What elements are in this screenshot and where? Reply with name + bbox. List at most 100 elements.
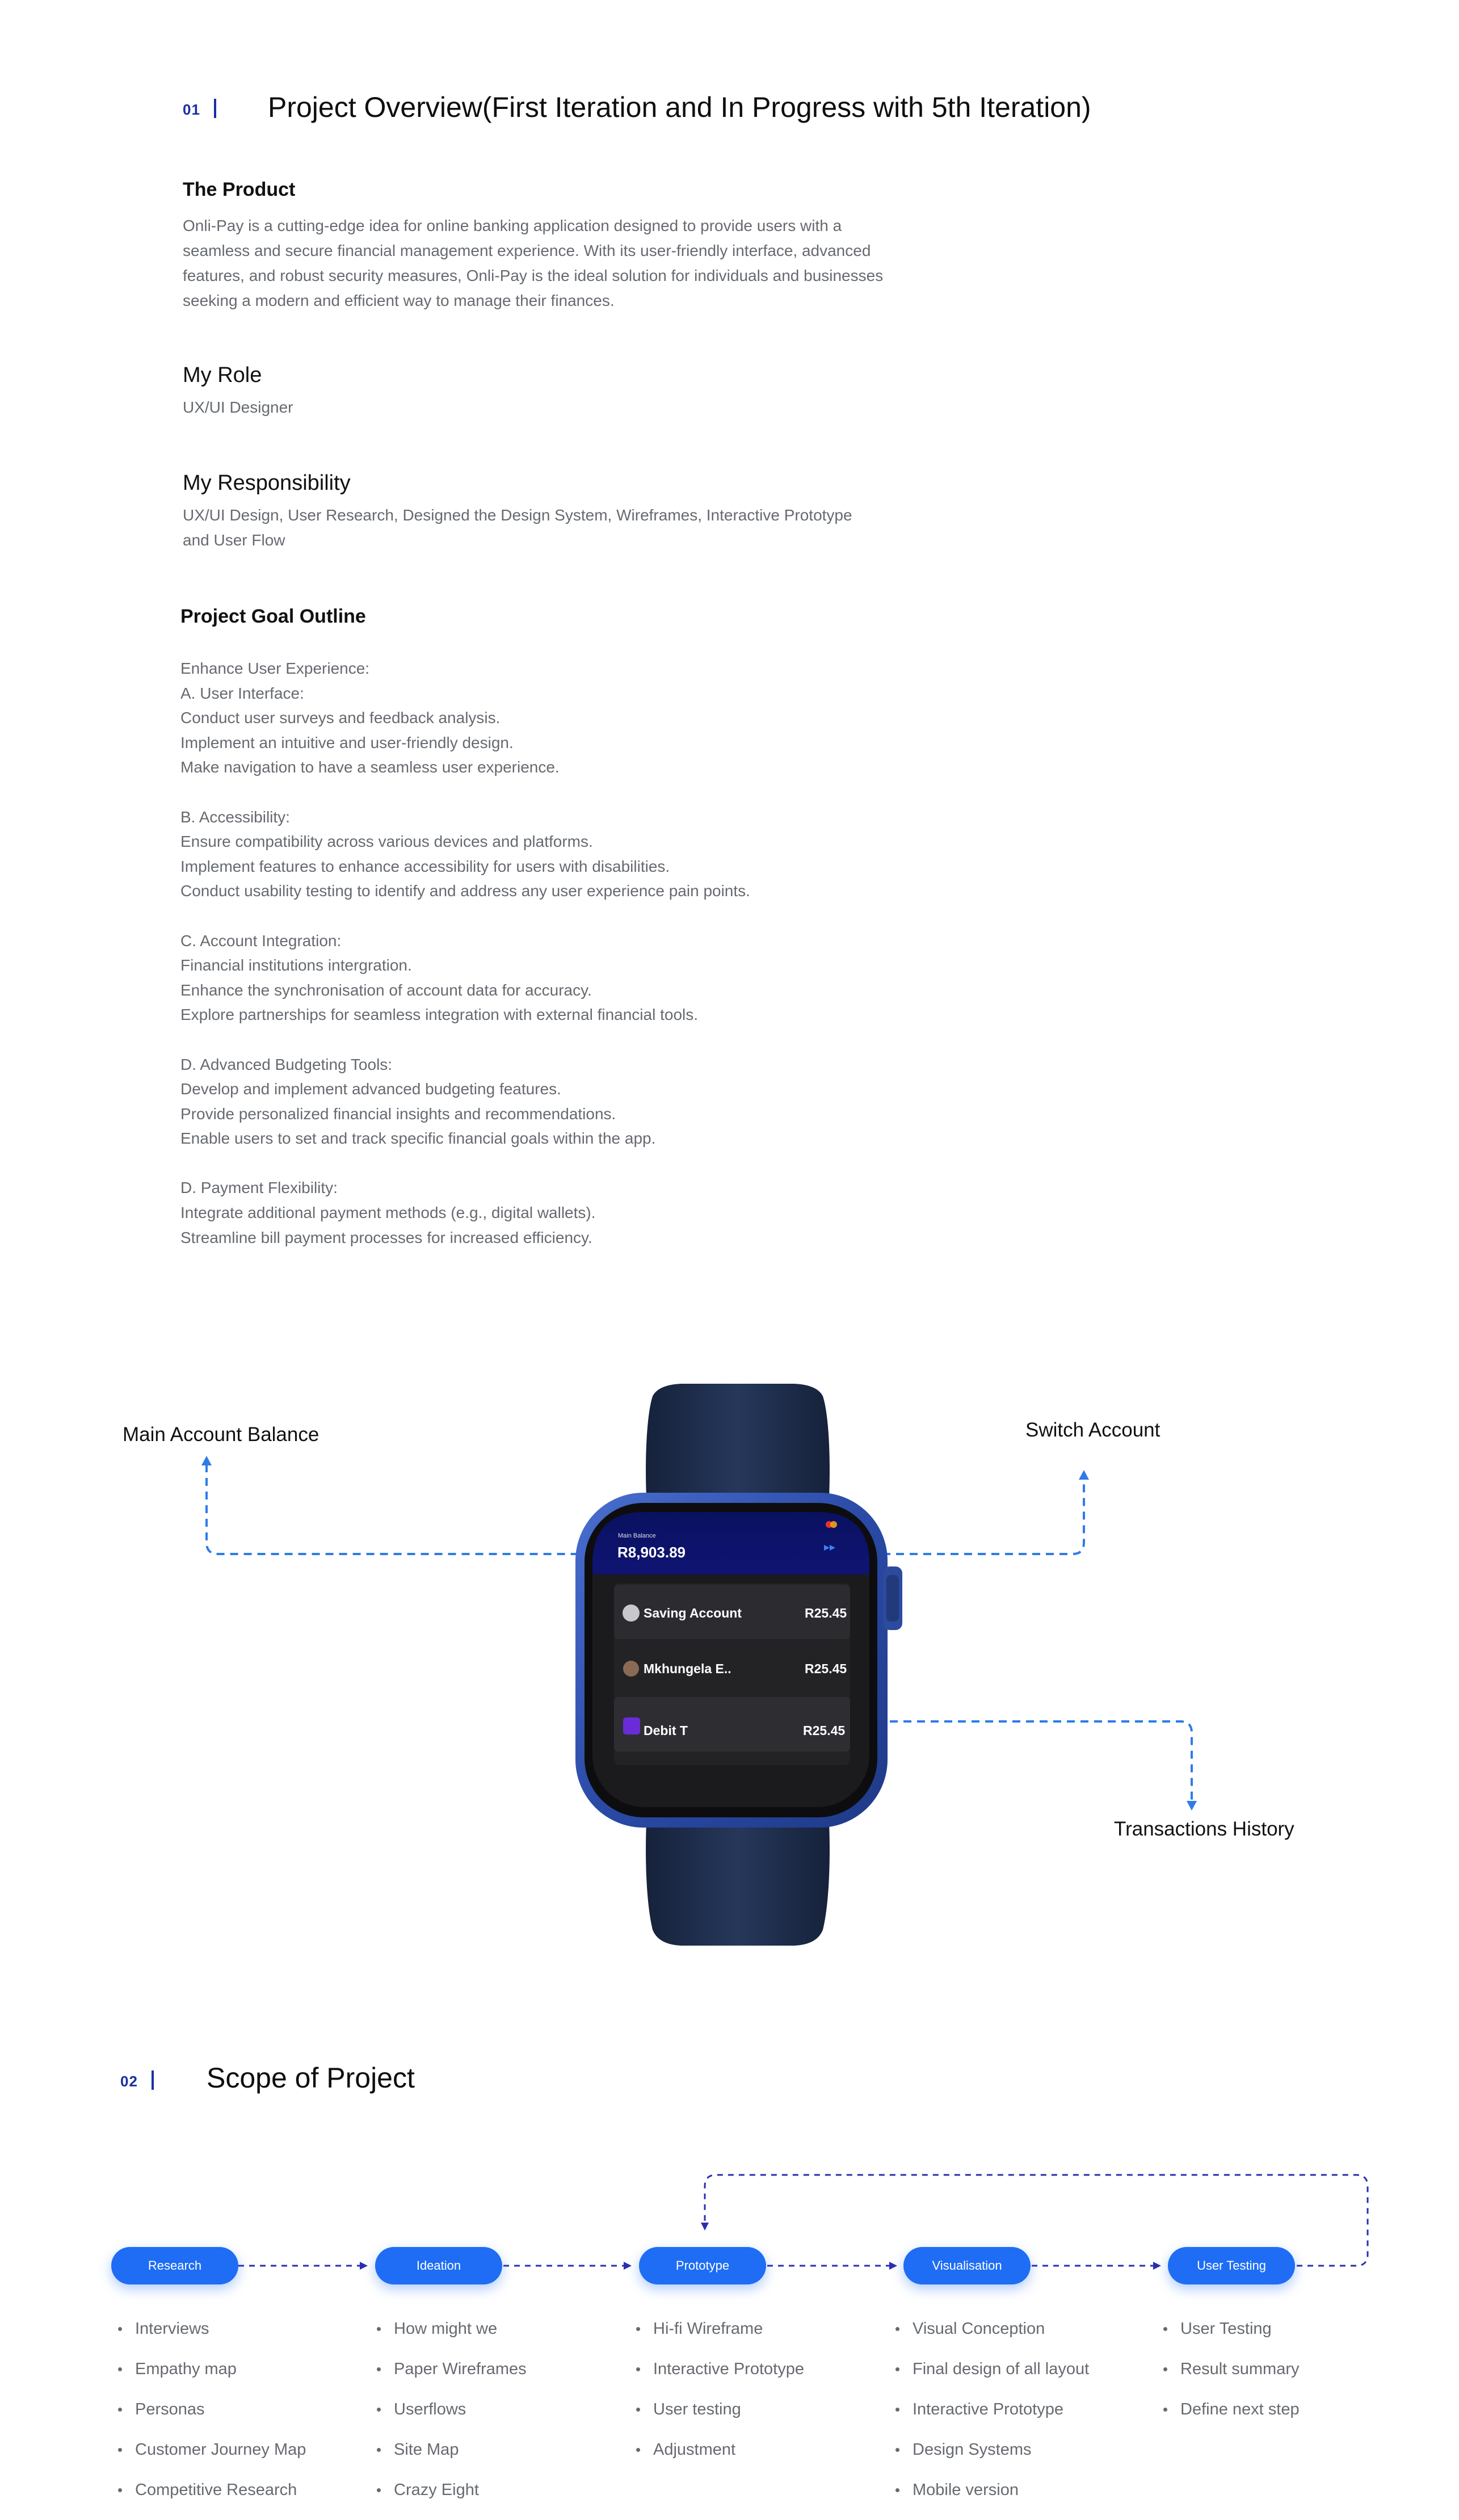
main-balance-label: Main Balance: [618, 1532, 656, 1539]
responsibility-line: UX/UI Design, User Research, Designed th…: [183, 506, 852, 524]
list-item: Adjustment: [636, 2439, 804, 2480]
callout-main-balance: Main Account Balance: [123, 1423, 319, 1446]
callout-transactions-history: Transactions History: [1114, 1818, 1294, 1840]
responsibility-text: UX/UI Design, User Research, Designed th…: [183, 503, 1034, 553]
goal-line: B. Accessibility:: [180, 808, 290, 826]
product-line: seamless and secure financial management…: [183, 242, 871, 259]
goal-line: Implement an intuitive and user-friendly…: [180, 733, 514, 751]
watch-strap-bottom: [646, 1811, 830, 1946]
goal-line: Explore partnerships for seamless integr…: [180, 1006, 699, 1024]
goal-line: Integrate additional payment methods (e.…: [180, 1204, 596, 1222]
goal-line: Financial institutions intergration.: [180, 956, 412, 975]
arrowhead-icon: [1153, 2262, 1161, 2270]
list-item: Visual Conception: [895, 2319, 1089, 2359]
role-heading: My Role: [183, 363, 262, 387]
section-divider: [152, 2070, 154, 2090]
goal-line: D. Advanced Budgeting Tools:: [180, 1055, 393, 1073]
goal-line: Conduct usability testing to identify an…: [180, 882, 750, 900]
list-item: Hi-fi Wireframe: [636, 2319, 804, 2359]
list-item: Interactive Prototype: [895, 2399, 1089, 2439]
list-item: Define next step: [1163, 2399, 1300, 2439]
main-balance-value: R8,903.89: [617, 1544, 686, 1561]
smartwatch-mockup: [575, 1384, 902, 1946]
product-line: seeking a modern and efficient way to ma…: [183, 292, 615, 309]
goal-line: C. Account Integration:: [180, 931, 342, 950]
list-item: Interviews: [118, 2319, 306, 2359]
goal-line: Provide personalized financial insights …: [180, 1104, 616, 1123]
goal-line: D. Payment Flexibility:: [180, 1179, 338, 1197]
list-item: Empathy map: [118, 2359, 306, 2399]
goal-line: Develop and implement advanced budgeting…: [180, 1080, 561, 1098]
prototype-task-list: Hi-fi Wireframe Interactive Prototype Us…: [636, 2319, 804, 2480]
debit-card-icon: [623, 1717, 640, 1734]
watch-strap-top: [646, 1384, 830, 1510]
list-item: Design Systems: [895, 2439, 1089, 2480]
stage-research-pill[interactable]: Research: [111, 2247, 238, 2284]
stage-ideation-pill[interactable]: Ideation: [375, 2247, 502, 2284]
account-row-amount: R25.45: [805, 1606, 847, 1620]
goal-line: Implement features to enhance accessibil…: [180, 857, 670, 875]
section-divider: [214, 99, 216, 118]
product-line: features, and robust security measures, …: [183, 267, 884, 284]
list-item: Site Map: [377, 2439, 527, 2480]
research-task-list: Interviews Empathy map Personas Customer…: [118, 2319, 306, 2520]
account-row-name[interactable]: Debit T: [644, 1723, 688, 1738]
section-number: 01: [183, 101, 200, 118]
section-title: Scope of Project: [207, 2062, 415, 2094]
product-description: Onli-Pay is a cutting-edge idea for onli…: [183, 213, 1034, 313]
saving-account-icon: [623, 1605, 640, 1622]
goal-line: Ensure compatibility across various devi…: [180, 833, 593, 851]
avatar: [623, 1661, 639, 1677]
arrowhead-icon: [201, 1456, 212, 1465]
list-item: User Testing: [1163, 2319, 1300, 2359]
list-item: Customer Journey Map: [118, 2439, 306, 2480]
arrowhead-icon: [1187, 1801, 1197, 1811]
callout-switch-account: Switch Account: [1025, 1419, 1161, 1441]
goal-line: Enable users to set and track specific f…: [180, 1129, 656, 1148]
goal-line: Enhance User Experience:: [180, 660, 370, 677]
list-item: Interactive Prototype: [636, 2359, 804, 2399]
stage-user-testing-pill[interactable]: User Testing: [1168, 2247, 1295, 2284]
goal-heading: Project Goal Outline: [180, 606, 366, 627]
user-testing-task-list: User Testing Result summary Define next …: [1163, 2319, 1300, 2439]
balance-connector: [205, 1464, 616, 1555]
arrowhead-icon: [889, 2262, 897, 2270]
stage-prototype-pill[interactable]: Prototype: [639, 2247, 766, 2284]
list-item: User testing: [636, 2399, 804, 2439]
goal-line: Enhance the synchronisation of account d…: [180, 981, 592, 999]
process-flow-connectors: [238, 2174, 1369, 2270]
goal-line: A. User Interface:: [180, 684, 304, 702]
switch-arrows-icon: [824, 1545, 835, 1551]
arrowhead-icon: [1079, 1470, 1089, 1480]
responsibility-line: and User Flow: [183, 531, 285, 549]
role-text: UX/UI Designer: [183, 398, 293, 416]
list-item: Mobile version: [895, 2480, 1089, 2520]
switch-connector: [882, 1479, 1085, 1555]
list-item: Userflows: [377, 2399, 527, 2439]
page-title: Project Overview(First Iteration and In …: [268, 91, 1091, 123]
list-item: Paper Wireframes: [377, 2359, 527, 2399]
section-number: 02: [120, 2073, 138, 2090]
list-item: Competitive Research: [118, 2480, 306, 2520]
responsibility-heading: My Responsibility: [183, 471, 351, 495]
list-item: Personas: [118, 2399, 306, 2439]
goal-line: Make navigation to have a seamless user …: [180, 758, 560, 776]
account-row-name[interactable]: Mkhungela E..: [644, 1661, 731, 1676]
product-heading: The Product: [183, 179, 296, 200]
list-item: How might we: [377, 2319, 527, 2359]
list-item: Result summary: [1163, 2359, 1300, 2399]
stage-visualisation-pill[interactable]: Visualisation: [903, 2247, 1031, 2284]
account-row-amount: R25.45: [805, 1661, 847, 1676]
goal-line: Conduct user surveys and feedback analys…: [180, 709, 501, 727]
product-line: Onli-Pay is a cutting-edge idea for onli…: [183, 217, 842, 234]
list-item: Crazy Eight: [377, 2480, 527, 2520]
arrowhead-icon: [701, 2223, 709, 2231]
goal-outline: Enhance User Experience: A. User Interfac…: [180, 656, 750, 1250]
callout-connectors: [201, 1456, 1197, 1811]
goal-line: Streamline bill payment processes for in…: [180, 1228, 592, 1246]
account-row-name[interactable]: Saving Account: [644, 1606, 742, 1620]
history-connector: [863, 1720, 1193, 1802]
account-row-amount: R25.45: [803, 1723, 846, 1738]
list-item: Final design of all layout: [895, 2359, 1089, 2399]
visualisation-task-list: Visual Conception Final design of all la…: [895, 2319, 1089, 2520]
